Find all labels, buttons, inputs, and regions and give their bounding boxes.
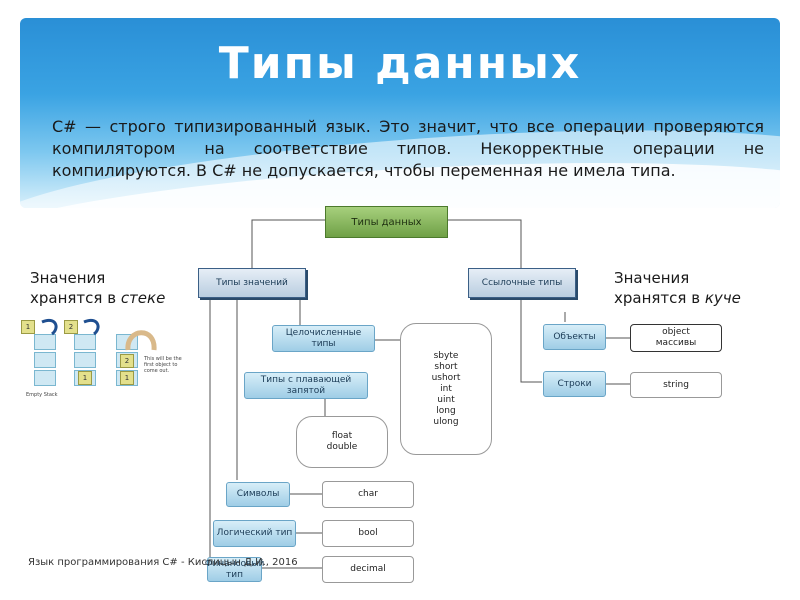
integer-values-list: sbyte short ushort int uint long ulong [400, 323, 492, 455]
stack-note-prefix: хранятся в [30, 289, 121, 307]
integer-types-node: Целочисленные типы [272, 325, 375, 352]
float-values-list: float double [296, 416, 388, 468]
heap-note-line2: хранятся в куче [614, 288, 741, 308]
heap-note-em: куче [704, 289, 741, 307]
integer-value: long [436, 405, 456, 416]
stack-object: 2 [120, 354, 134, 368]
float-types-node: Типы с плавающей запятой [244, 372, 368, 399]
integer-value: ushort [431, 372, 461, 383]
push-arrow-icon [41, 319, 157, 351]
heap-note-line1: Значения [614, 269, 690, 287]
char-value: char [322, 481, 414, 508]
empty-stack-label: Empty Stack [26, 392, 58, 398]
object-value: массивы [655, 338, 697, 348]
integer-value: short [434, 361, 458, 372]
root-node: Типы данных [325, 206, 448, 238]
object-value: object [662, 327, 690, 337]
footer-text: Язык программирования C# - Кислицын Д.И.… [28, 557, 298, 568]
stack-cell [74, 352, 96, 368]
integer-value: int [440, 383, 452, 394]
integer-value: sbyte [433, 350, 459, 361]
float-value: float [331, 431, 353, 441]
stack-note-em: стеке [120, 289, 166, 307]
object-values: object массивы [630, 324, 722, 352]
header-background [20, 18, 780, 208]
char-types-node: Символы [226, 482, 290, 507]
strings-node: Строки [543, 371, 606, 397]
objects-node: Объекты [543, 324, 606, 350]
logical-type-node: Логический тип [213, 520, 296, 547]
stack-illustration: 1 Empty Stack 2 1 2 1 This will be the f… [16, 318, 196, 398]
stack-object: 2 [64, 320, 78, 334]
value-types-node: Типы значений [198, 268, 306, 298]
stack-object: 1 [120, 371, 134, 385]
stack-object: 1 [21, 320, 35, 334]
stack-note-text: This will be the first object to come ou… [144, 356, 182, 374]
reference-types-node: Ссылочные типы [468, 268, 576, 298]
decimal-value: decimal [322, 556, 414, 583]
slide-title: Типы данных [218, 38, 582, 89]
stack-note: Значения хранятся в стеке [30, 268, 165, 308]
stack-cell [34, 334, 56, 350]
financial-type-node: Финансовый тип [205, 557, 264, 582]
stack-cell [74, 334, 96, 350]
stack-cell [34, 370, 56, 386]
float-value: double [326, 442, 358, 452]
heap-note-prefix: хранятся в [614, 289, 705, 307]
stack-note-line1: Значения [30, 269, 106, 287]
body-text: C# — строго типизированный язык. Это зна… [52, 117, 764, 180]
stack-object: 1 [78, 371, 92, 385]
integer-value: uint [437, 394, 455, 405]
stack-note-line2: хранятся в стеке [30, 288, 165, 308]
string-value: string [630, 372, 722, 398]
bool-value: bool [322, 520, 414, 547]
integer-value: ulong [433, 416, 459, 427]
stack-cell [34, 352, 56, 368]
heap-note: Значения хранятся в куче [614, 268, 741, 308]
